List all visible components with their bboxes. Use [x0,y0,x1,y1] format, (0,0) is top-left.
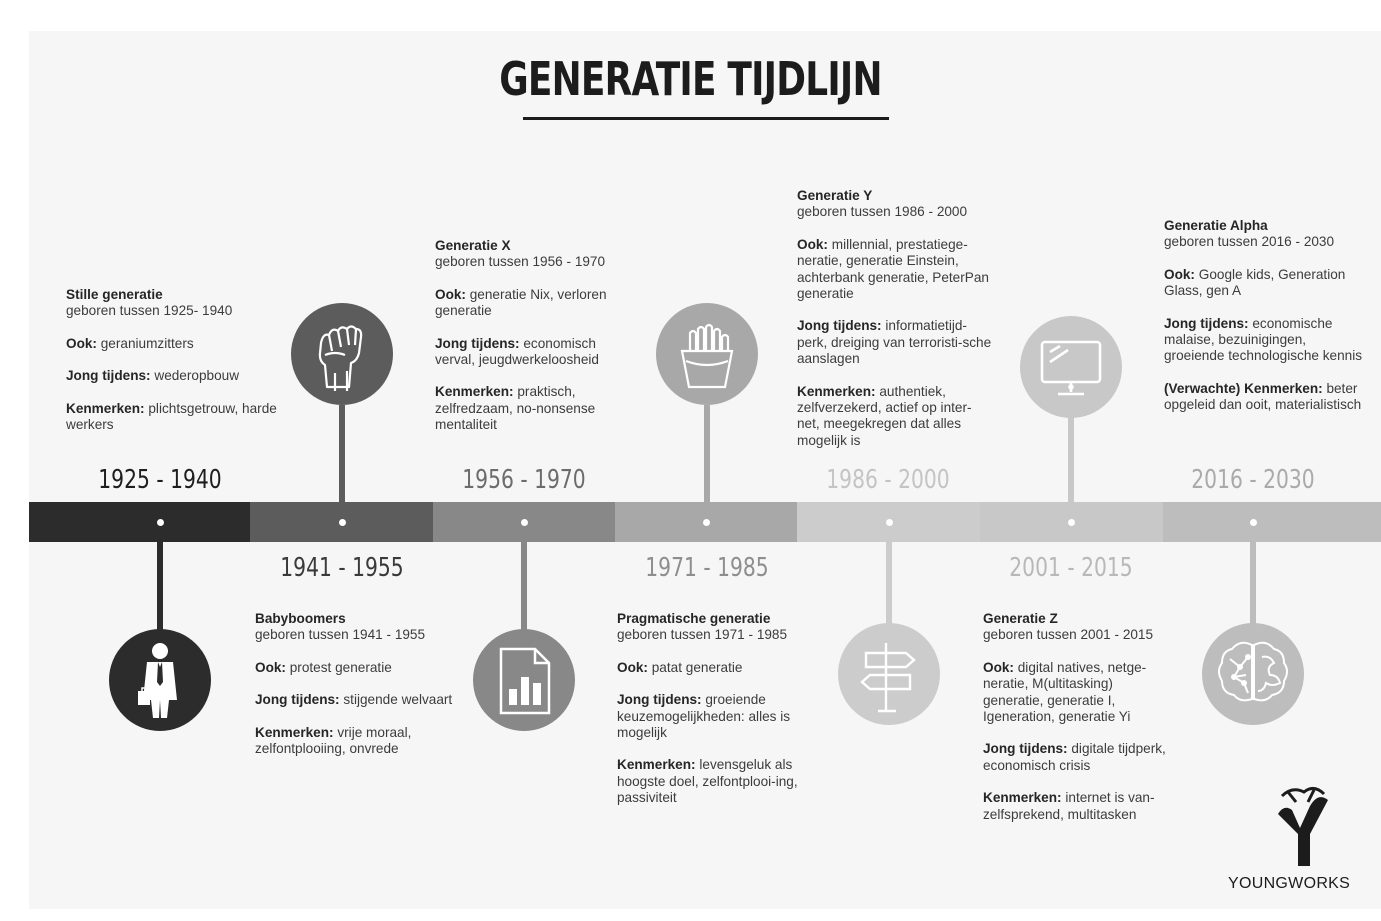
ook-label: Ook: [255,659,286,675]
jong-label: Jong tijdens: [435,335,520,351]
generation-name: Generatie Alpha [1164,218,1268,233]
timeline-dot [157,519,164,526]
ook-value: protest generatie [289,659,392,675]
generation-info-stille: Stille generatie geboren tussen 1925- 19… [66,287,281,449]
timeline-dot [703,519,710,526]
kenmerken-label: (Verwachte) Kenmerken: [1164,380,1323,396]
birth-range: geboren tussen 2001 - 2015 [983,627,1154,643]
kenmerken-label: Kenmerken: [797,383,876,399]
title-underline [523,117,889,120]
generation-info-z: Generatie Z geboren tussen 2001 - 2015 O… [983,611,1173,839]
ook-label: Ook: [1164,266,1195,282]
jong-label: Jong tijdens: [983,741,1068,757]
brain-circuit-icon [1202,623,1304,725]
kenmerken-label: Kenmerken: [435,384,514,400]
ook-value: millennial, prestatiege-neratie, generat… [797,236,989,302]
jong-label: Jong tijdens: [797,318,882,334]
ook-value: digital natives, netge-neratie, M(ultita… [983,659,1147,725]
kenmerken-label: Kenmerken: [983,790,1062,806]
timeline-dot [339,519,346,526]
kenmerken-value: authentiek, zelfverzekerd, actief op int… [797,383,972,448]
birth-range: geboren tussen 1971 - 1985 [617,627,788,643]
kenmerken-value: plichtsgetrouw, harde werkers [66,400,277,433]
connector-1925 [157,542,163,642]
generation-name: Babyboomers [255,611,346,626]
kenmerken-value: internet is van-zelfsprekend, multitaske… [983,790,1155,822]
ook-value: Google kids, Generation Glass, gen A [1164,266,1346,299]
timeline-dot [1068,519,1075,526]
ook-label: Ook: [435,286,466,302]
generation-info-x: Generatie X geboren tussen 1956 - 1970 O… [435,238,635,450]
jong-label: Jong tijdens: [617,692,702,708]
jong-value: digitale tijdperk, economisch crisis [983,741,1166,773]
year-label-1925: 1925 - 1940 [98,465,222,495]
kenmerken-value: praktisch, zelfredzaam, no-nonsense ment… [435,384,596,433]
ook-value: patat generatie [651,659,743,675]
connector-1986 [886,542,892,642]
kenmerken-value: levensgeluk als hoogste doel, zelfontplo… [617,757,798,806]
kenmerken-value: beter opgeleid dan ooit, materialistisch [1164,380,1362,413]
generation-info-alpha: Generatie Alpha geboren tussen 2016 - 20… [1164,218,1364,430]
ook-label: Ook: [983,659,1014,675]
ook-value: generatie Nix, verloren generatie [435,286,607,319]
timeline-segment-1925 [29,502,250,542]
kenmerken-value: vrije moraal, zelfontplooiing, onvrede [255,724,412,757]
connector-2001 [1068,405,1074,502]
timeline-dot [886,519,893,526]
ook-value: geraniumzitters [100,335,194,351]
jong-value: stijgende welvaart [343,692,453,708]
businessman-icon [109,629,211,731]
generation-info-y: Generatie Y geboren tussen 1986 - 2000 O… [797,188,993,465]
year-label-2016: 2016 - 2030 [1191,465,1315,495]
connector-2016 [1250,542,1256,642]
generation-info-babyboomers: Babyboomers geboren tussen 1941 - 1955 O… [255,611,455,773]
jong-value: economisch verval, jeugdwerkeloosheid [435,335,599,368]
monitor-icon [1020,316,1122,418]
jong-value: groeiende keuzemogelijkheden: alles is m… [617,692,791,741]
kenmerken-label: Kenmerken: [255,724,334,740]
signpost-icon [838,623,940,725]
connector-1941 [339,405,345,502]
generation-name: Pragmatische generatie [617,611,771,626]
page-title: GENERATIE TIJDLIJN [499,52,882,106]
birth-range: geboren tussen 1925- 1940 [66,303,233,319]
generation-info-pragmatisch: Pragmatische generatie geboren tussen 19… [617,611,817,823]
birth-range: geboren tussen 2016 - 2030 [1164,234,1335,250]
birth-range: geboren tussen 1986 - 2000 [797,204,968,220]
jong-label: Jong tijdens: [66,368,151,384]
generation-name: Stille generatie [66,287,163,302]
jong-value: informatietijd-perk, dreiging van terror… [797,318,992,367]
generation-name: Generatie Y [797,188,873,203]
year-label-1941: 1941 - 1955 [280,553,404,583]
year-label-1986: 1986 - 2000 [826,465,950,495]
timeline-dot [1250,519,1257,526]
document-chart-icon [473,629,575,731]
kenmerken-label: Kenmerken: [617,757,696,773]
generation-name: Generatie Z [983,611,1058,626]
timeline-dot [521,519,528,526]
ook-label: Ook: [617,659,648,675]
connector-1956 [521,542,527,642]
jong-label: Jong tijdens: [255,692,340,708]
brand-name: YOUNGWORKS [1228,875,1351,892]
year-label-1971: 1971 - 1985 [645,553,769,583]
ook-label: Ook: [66,335,97,351]
generation-name: Generatie X [435,238,511,253]
jong-value: economische malaise, bezuinigingen, groe… [1164,315,1363,364]
birth-range: geboren tussen 1956 - 1970 [435,254,606,270]
youngworks-logo-icon [1268,786,1334,872]
birth-range: geboren tussen 1941 - 1955 [255,627,426,643]
year-label-1956: 1956 - 1970 [462,465,586,495]
raised-fist-icon [291,303,393,405]
year-label-2001: 2001 - 2015 [1009,553,1133,583]
jong-label: Jong tijdens: [1164,315,1249,331]
connector-1971 [704,405,710,502]
kenmerken-label: Kenmerken: [66,400,145,416]
french-fries-icon [656,303,758,405]
timeline-segment-2016 [1163,502,1381,542]
jong-value: wederopbouw [154,368,240,384]
ook-label: Ook: [797,236,828,252]
